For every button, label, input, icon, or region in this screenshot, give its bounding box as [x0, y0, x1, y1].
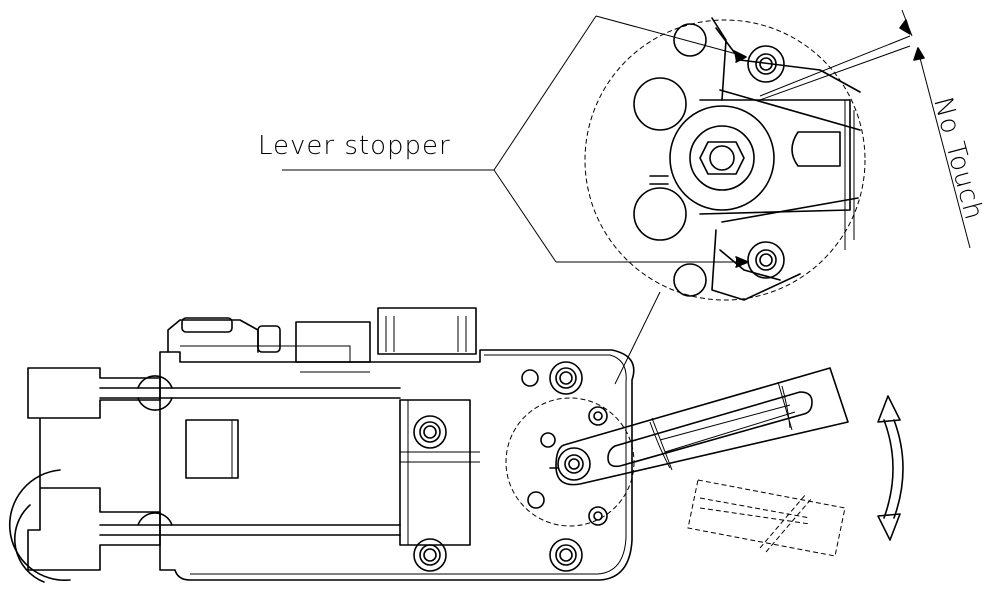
lever-stopper-callout: Lever stopper: [258, 15, 749, 268]
no-touch-label: No Touch: [927, 94, 986, 224]
lever-stopper-label: Lever stopper: [258, 131, 451, 161]
feedback-lever: [555, 367, 904, 557]
no-touch-dimension: No Touch: [899, 9, 986, 249]
detail-view: [584, 17, 911, 385]
actuator-body: [9, 307, 635, 583]
